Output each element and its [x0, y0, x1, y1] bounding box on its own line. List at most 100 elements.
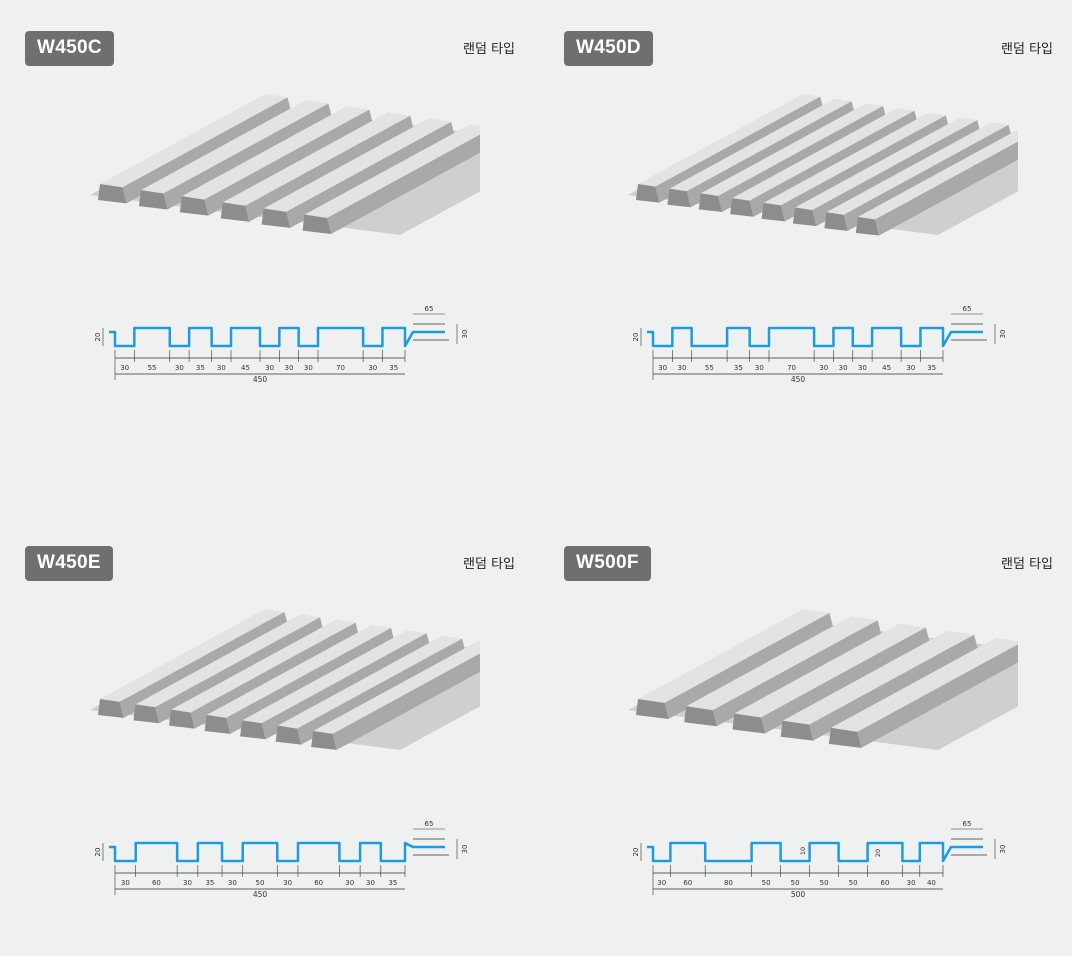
rib-end — [780, 720, 814, 741]
segment-label: 30 — [678, 364, 687, 372]
rib-end — [761, 202, 785, 222]
rib-end — [684, 706, 717, 727]
type-label: 랜덤 타입 — [1001, 557, 1053, 572]
segment-label: 55 — [705, 364, 714, 372]
rib-side — [245, 115, 415, 222]
rib-end — [138, 190, 168, 210]
rib-side — [122, 97, 292, 204]
rib-top — [638, 609, 830, 703]
rib-side — [712, 620, 882, 727]
rib-side — [809, 634, 979, 741]
segment-label: 60 — [881, 879, 890, 887]
rib-end — [732, 713, 765, 734]
rib-side — [332, 653, 480, 750]
height-label: 20 — [94, 333, 102, 342]
rib-end — [855, 216, 880, 236]
segment-label: 30 — [906, 364, 915, 372]
segment-label: 35 — [205, 879, 214, 887]
profile-line — [647, 326, 983, 348]
rib-end — [275, 725, 302, 745]
overlap-label: 65 — [425, 820, 434, 828]
rib-top — [222, 112, 411, 206]
segment-label: 30 — [345, 879, 354, 887]
total-label: 500 — [791, 890, 806, 899]
rib-end — [169, 709, 195, 729]
rib-end — [828, 727, 862, 748]
rib-top — [732, 108, 915, 201]
segment-label: 30 — [819, 364, 828, 372]
rib-top — [135, 614, 321, 708]
product-code-badge: W450E — [25, 546, 113, 581]
segment-label: 30 — [283, 879, 292, 887]
segment-label: 60 — [683, 879, 692, 887]
rib-top — [242, 630, 427, 724]
segment-label: 35 — [389, 364, 398, 372]
segment-label: 30 — [265, 364, 274, 372]
rib-top — [206, 624, 392, 718]
segment-label: 50 — [791, 879, 800, 887]
rib-end — [667, 188, 691, 208]
rib-top — [700, 103, 884, 197]
rib-end — [311, 730, 337, 750]
segment-label: 30 — [175, 364, 184, 372]
panel-rendering — [90, 609, 480, 750]
profile-line — [647, 841, 983, 863]
overlap-lines — [951, 323, 987, 341]
rib-top — [686, 616, 878, 711]
segment-label: 30 — [839, 364, 848, 372]
rib-end — [636, 184, 660, 203]
overlap-label: 65 — [425, 305, 434, 313]
rib-end — [792, 207, 817, 227]
segment-label: 30 — [755, 364, 764, 372]
segment-label: 45 — [241, 364, 250, 372]
overlap-label: 65 — [963, 305, 972, 313]
panel-rendering — [90, 94, 480, 235]
product-code-badge: W450C — [25, 31, 114, 66]
rib-top — [313, 640, 480, 734]
segment-label: 30 — [368, 364, 377, 372]
product-code-badge: W450D — [564, 31, 653, 66]
rib-top — [277, 635, 463, 729]
segment-label: 50 — [256, 879, 265, 887]
inner-height-label: 20 — [874, 849, 882, 857]
type-label: 랜덤 타입 — [463, 42, 515, 57]
segment-label: 80 — [724, 879, 733, 887]
segment-label: 45 — [882, 364, 891, 372]
rib-top — [140, 100, 329, 194]
rib-top — [857, 129, 1018, 220]
segment-label: 35 — [196, 364, 205, 372]
segment-label: 60 — [314, 879, 323, 887]
rib-top — [734, 623, 926, 718]
segment-label: 30 — [858, 364, 867, 372]
rib-end — [824, 212, 848, 231]
segment-label: 50 — [849, 879, 858, 887]
profile-line — [109, 326, 445, 348]
rib-top — [171, 619, 356, 713]
rib-end — [133, 704, 160, 724]
rib-end — [730, 198, 754, 217]
rib-side — [664, 612, 834, 719]
panel-rendering — [628, 94, 1018, 236]
segment-label: 30 — [217, 364, 226, 372]
rib-side — [875, 141, 1018, 236]
profile-line — [109, 841, 445, 863]
rib-end — [302, 214, 332, 235]
rib-end — [240, 720, 266, 740]
segment-label: 35 — [927, 364, 936, 372]
segment-label: 30 — [120, 364, 129, 372]
total-label: 450 — [791, 375, 806, 384]
rib-side — [204, 109, 374, 216]
overlap-lines — [413, 838, 449, 856]
product-code-badge: W500F — [564, 546, 651, 581]
lip-label: 30 — [999, 330, 1007, 339]
rib-top — [794, 117, 978, 211]
rib-top — [782, 630, 975, 725]
segment-label: 30 — [657, 879, 666, 887]
segment-label: 30 — [304, 364, 313, 372]
segment-label: 30 — [285, 364, 294, 372]
rib-end — [179, 196, 209, 216]
